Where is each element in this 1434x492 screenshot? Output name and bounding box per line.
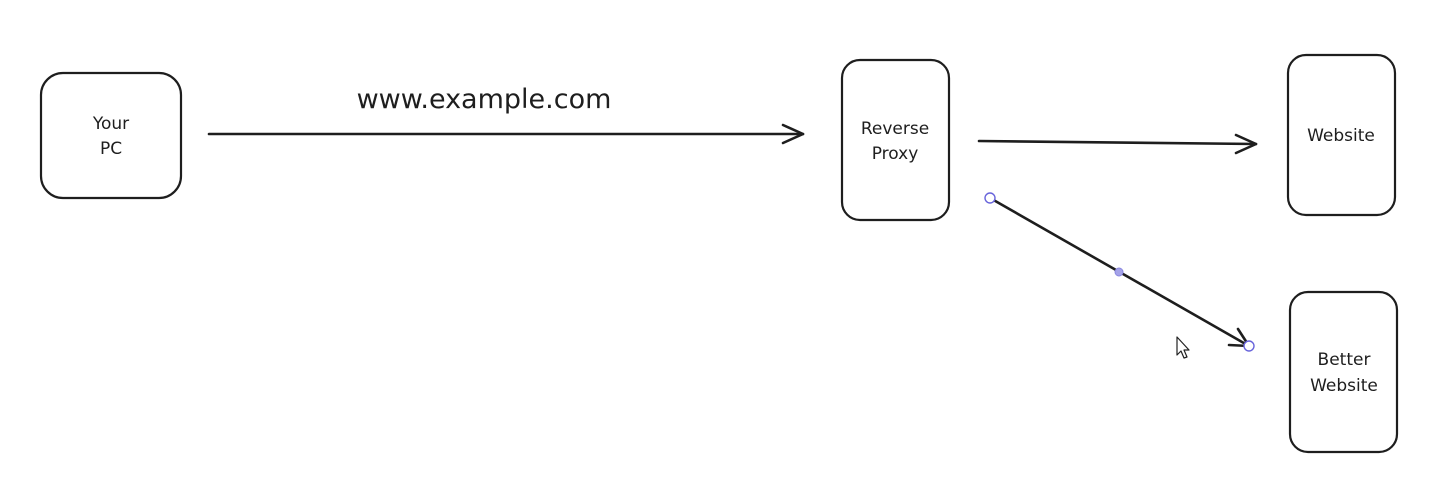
edge-pc-to-proxy[interactable]: www.example.com: [207, 84, 805, 145]
edge-start-handle[interactable]: [984, 192, 996, 204]
node-better-website-label-line-1: Better: [1318, 350, 1371, 370]
node-better-website-label-line-2: Website: [1310, 376, 1378, 396]
node-better-website[interactable]: Better Website: [1288, 290, 1399, 454]
edge-end-handle[interactable]: [1243, 340, 1255, 352]
node-website-label: Website: [1307, 126, 1375, 146]
node-your-pc-label-line-2: PC: [100, 139, 122, 159]
edge-proxy-to-website-arrowhead: [1234, 133, 1258, 155]
node-reverse-proxy-box: [840, 58, 951, 222]
node-better-website-box: [1288, 290, 1399, 454]
edge-pc-to-proxy-arrowhead: [781, 123, 805, 145]
edge-midpoint-handle[interactable]: [1114, 267, 1124, 277]
node-reverse-proxy-label-line-1: Reverse: [861, 119, 929, 139]
edge-proxy-to-website-line: [977, 139, 1258, 146]
edge-pc-to-proxy-label[interactable]: www.example.com: [357, 84, 612, 115]
edge-proxy-to-better-website[interactable]: [984, 192, 1255, 352]
node-reverse-proxy-label-line-2: Proxy: [872, 144, 919, 164]
node-your-pc[interactable]: Your PC: [39, 71, 183, 200]
edge-proxy-to-website[interactable]: [977, 133, 1258, 155]
node-website[interactable]: Website: [1286, 53, 1397, 217]
mouse-pointer-icon: [1176, 336, 1190, 359]
node-your-pc-box: [39, 71, 183, 200]
node-your-pc-label-line-1: Your: [92, 114, 129, 134]
node-reverse-proxy[interactable]: Reverse Proxy: [840, 58, 951, 222]
node-website-box: [1286, 53, 1397, 217]
